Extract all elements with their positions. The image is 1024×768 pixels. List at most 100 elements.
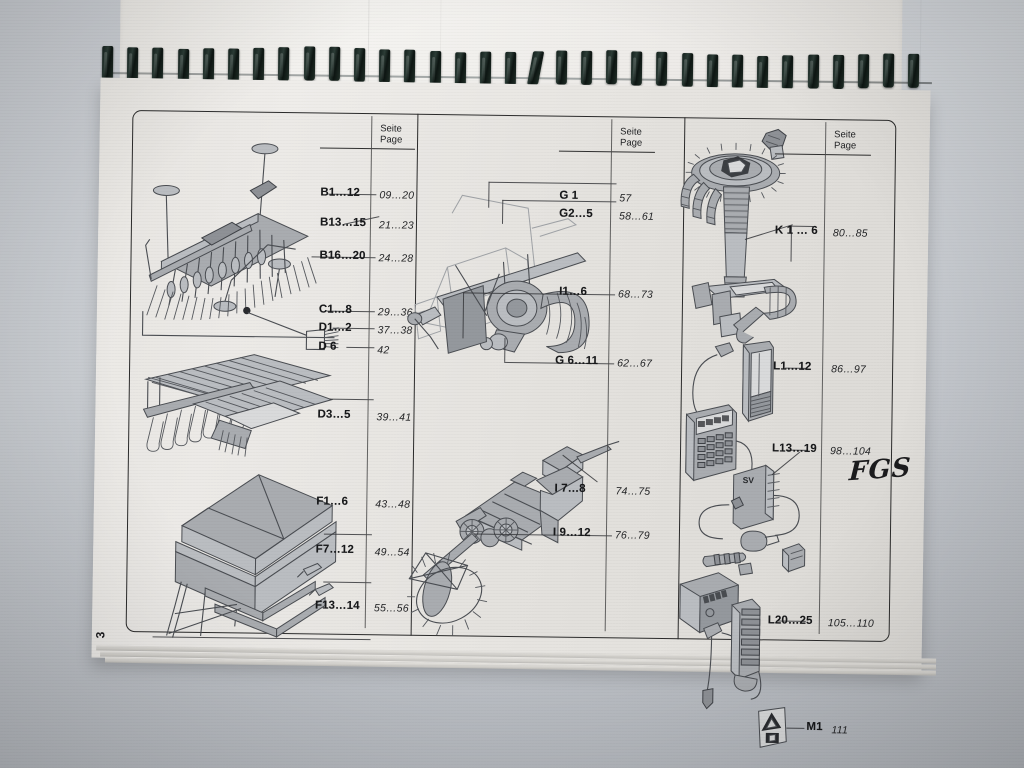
row-code: L20…25 — [767, 614, 813, 627]
row-pages: 57 — [619, 192, 632, 205]
contents-row[interactable]: 58…61 — [619, 210, 654, 222]
contents-row[interactable]: B13…15 — [320, 216, 366, 229]
drawing-job-computer-plug — [679, 572, 762, 710]
contents-row[interactable]: 74…75 — [615, 485, 650, 497]
binding-tooth — [202, 48, 215, 83]
drawing-hay-tedder — [145, 143, 317, 321]
contents-row[interactable]: I1…6 — [559, 286, 587, 298]
contents-row[interactable]: G2…5 — [559, 208, 593, 220]
header-rule — [319, 147, 415, 150]
binding-tooth — [908, 54, 920, 89]
contents-row[interactable]: L1…12 — [773, 360, 811, 372]
header-seite: Seite — [380, 123, 402, 135]
contents-row[interactable]: 111 — [831, 724, 848, 736]
code-page-separator — [818, 122, 827, 635]
handwritten-annotation: FGS — [848, 452, 913, 488]
page-number: 3 — [93, 631, 108, 639]
binding-tooth — [706, 54, 719, 89]
contents-row[interactable]: 39…41 — [376, 411, 411, 423]
contents-row[interactable]: D 6 — [318, 340, 336, 352]
binding-tooth — [832, 54, 845, 89]
drawing-swath-former — [142, 354, 334, 457]
valve-block-label: SV — [742, 475, 755, 486]
contents-row[interactable]: 55…56 — [374, 602, 409, 614]
row-pages: 55…56 — [373, 602, 409, 615]
contents-row[interactable]: B16…20 — [319, 249, 365, 262]
drawing-handheld-terminal — [692, 340, 774, 424]
contents-row[interactable]: L13…19 — [772, 442, 817, 455]
binding-tooth — [303, 46, 315, 82]
drawing-hopper-spreader — [166, 474, 337, 638]
row-code: G2…5 — [559, 207, 593, 221]
binding-tooth — [379, 48, 391, 84]
contents-row[interactable]: B1…12 — [320, 186, 360, 199]
contents-row[interactable]: K 1 … 6 — [775, 224, 818, 237]
contents-row[interactable]: G 6…11 — [555, 355, 598, 368]
column-header-left: Seite Page — [380, 123, 402, 145]
row-pages: 74…75 — [615, 485, 651, 498]
contents-row[interactable]: 76…79 — [615, 529, 650, 541]
binding-tooth — [631, 51, 643, 86]
row-code: D1…2 — [318, 321, 352, 334]
contents-row[interactable]: 105…110 — [828, 617, 874, 630]
contents-row[interactable]: 49…54 — [375, 546, 410, 558]
header-rule — [558, 150, 655, 153]
contents-row[interactable]: 68…73 — [618, 288, 653, 300]
row-code: G 1 — [559, 189, 579, 202]
binding-tooth — [177, 48, 189, 83]
drawing-drive-shaft-wheel — [407, 440, 620, 636]
contents-row[interactable]: L20…25 — [768, 614, 813, 627]
drawing-blower-unit — [406, 194, 590, 354]
contents-row[interactable]: I 7…8 — [554, 483, 585, 495]
binding-tooth — [101, 45, 114, 81]
binding-tooth — [580, 50, 593, 85]
binding-tooth — [555, 50, 567, 85]
binding-tooth — [479, 52, 492, 87]
row-code: I 9…12 — [552, 526, 591, 540]
row-code: F13…14 — [314, 599, 360, 613]
contents-row[interactable]: 86…97 — [831, 363, 866, 375]
column-right: SV Seite Page 80…85 K 1 … 6 86…97 — [678, 118, 896, 748]
contents-row[interactable]: 80…85 — [833, 227, 868, 239]
row-pages: 80…85 — [832, 227, 868, 240]
contents-row[interactable]: 57 — [619, 192, 631, 204]
row-pages: 39…41 — [376, 411, 412, 424]
binding-tooth — [152, 47, 164, 83]
row-code: B16…20 — [319, 249, 366, 263]
contents-row[interactable]: G 1 — [559, 190, 578, 202]
contents-table-frame: Seite Page 09…20 B1…12 21…23 B13…15 — [125, 110, 897, 748]
binding-tooth — [353, 47, 366, 83]
binding-tooth — [857, 54, 870, 89]
contents-row[interactable]: D3…5 — [317, 408, 350, 420]
row-pages: 49…54 — [374, 546, 410, 559]
contents-row[interactable]: F1…6 — [316, 495, 348, 507]
header-page: Page — [833, 140, 857, 152]
contents-row[interactable]: 62…67 — [617, 357, 652, 369]
header-seite: Seite — [834, 129, 856, 141]
binding-tooth — [782, 55, 794, 90]
row-pages: 86…97 — [831, 363, 867, 376]
binding-tooth — [731, 55, 744, 90]
column-middle: Seite Page 57 G 1 58…61 G2…5 — [406, 115, 685, 638]
contents-row[interactable]: 43…48 — [375, 498, 410, 510]
row-code: D 6 — [318, 340, 337, 353]
contents-row[interactable]: 42 — [377, 344, 389, 356]
row-pages: 43…48 — [375, 498, 411, 511]
drawing-bracket-c — [141, 311, 335, 339]
binding-tooth — [404, 50, 416, 85]
contents-row[interactable]: C1…8 — [319, 303, 352, 315]
contents-row[interactable]: M1 — [806, 721, 822, 733]
drawing-distributor-head — [680, 128, 797, 344]
row-code: I1…6 — [559, 285, 588, 298]
contents-row[interactable]: F7…12 — [316, 543, 354, 555]
contents-row[interactable]: D1…2 — [319, 321, 352, 333]
row-code: F7…12 — [315, 543, 355, 556]
contents-row[interactable]: F13…14 — [315, 599, 360, 612]
row-pages: 68…73 — [617, 288, 654, 301]
row-code: I 7…8 — [554, 482, 586, 495]
contents-row[interactable]: I 9…12 — [553, 527, 591, 539]
row-pages: 111 — [831, 724, 849, 737]
row-code: L1…12 — [773, 360, 812, 373]
binding-tooth — [328, 47, 341, 82]
